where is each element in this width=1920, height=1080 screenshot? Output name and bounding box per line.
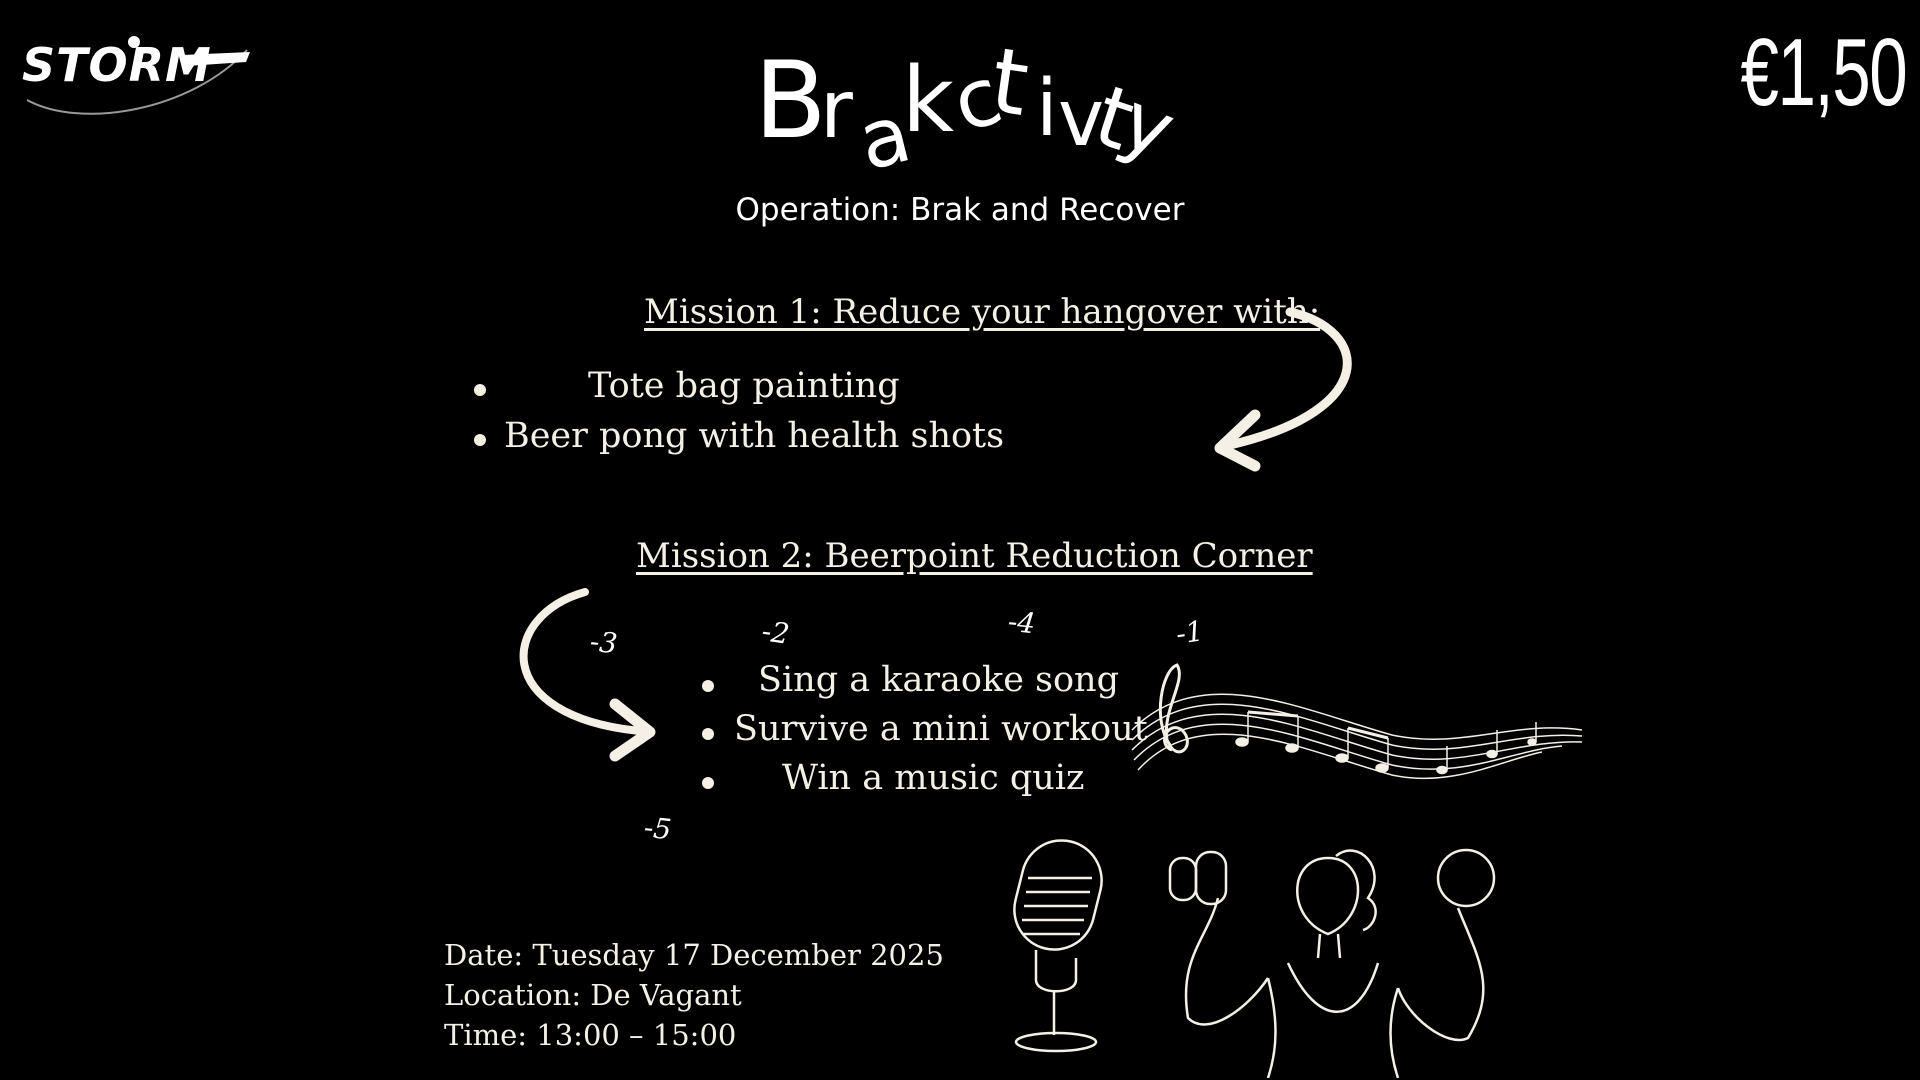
- list-item: Beer pong with health shots: [504, 416, 1005, 456]
- arrow-icon: [519, 588, 656, 762]
- event-title: B r a k c t i v t y: [740, 28, 1187, 189]
- mission1-heading: Mission 1: Reduce your hangover with:: [644, 292, 1321, 332]
- point-label: -4: [1006, 604, 1037, 641]
- microphone-icon: [1013, 839, 1103, 1053]
- workout-woman-icon: [1168, 848, 1496, 1078]
- list-bullet: [702, 777, 714, 789]
- title-letter: r: [820, 63, 853, 156]
- storm-logo-swoosh-icon: [26, 36, 250, 115]
- point-label: -5: [642, 810, 673, 847]
- mission1-list: Tote bag painting Beer pong with health …: [470, 366, 1004, 466]
- list-item: Win a music quiz: [782, 758, 1085, 798]
- title-letter: k: [902, 48, 955, 153]
- subtitle: Operation: Brak and Recover: [735, 192, 1185, 228]
- list-bullet: [474, 384, 486, 396]
- list-item: Survive a mini workout: [734, 709, 1148, 749]
- event-time: Time: 13:00 – 15:00: [444, 1018, 737, 1052]
- title-letter: i: [1036, 64, 1058, 154]
- title-letter: t: [984, 28, 1035, 137]
- list-bullet: [474, 434, 486, 446]
- title-letter: B: [754, 39, 827, 162]
- arrow-icon: [1214, 307, 1352, 472]
- price-label: €1,50: [1740, 19, 1907, 126]
- list-bullet: [702, 680, 714, 692]
- title-letter: v: [1058, 74, 1105, 164]
- list-item: Tote bag painting: [588, 366, 900, 406]
- event-date: Date: Tuesday 17 December 2025: [444, 938, 944, 972]
- list-item: Sing a karaoke song: [758, 660, 1120, 700]
- list-bullet: [702, 728, 714, 740]
- logo-text: STORM: [22, 38, 212, 92]
- point-label: -2: [759, 614, 792, 651]
- mission2-list: Sing a karaoke song Survive a mini worko…: [700, 660, 1148, 810]
- event-location: Location: De Vagant: [444, 978, 742, 1012]
- storm-logo: STORM: [22, 30, 252, 120]
- music-notes-icon: [1131, 663, 1583, 780]
- point-label: -3: [588, 624, 619, 661]
- mission2-heading: Mission 2: Beerpoint Reduction Corner: [636, 536, 1313, 576]
- point-label: -1: [1173, 614, 1206, 651]
